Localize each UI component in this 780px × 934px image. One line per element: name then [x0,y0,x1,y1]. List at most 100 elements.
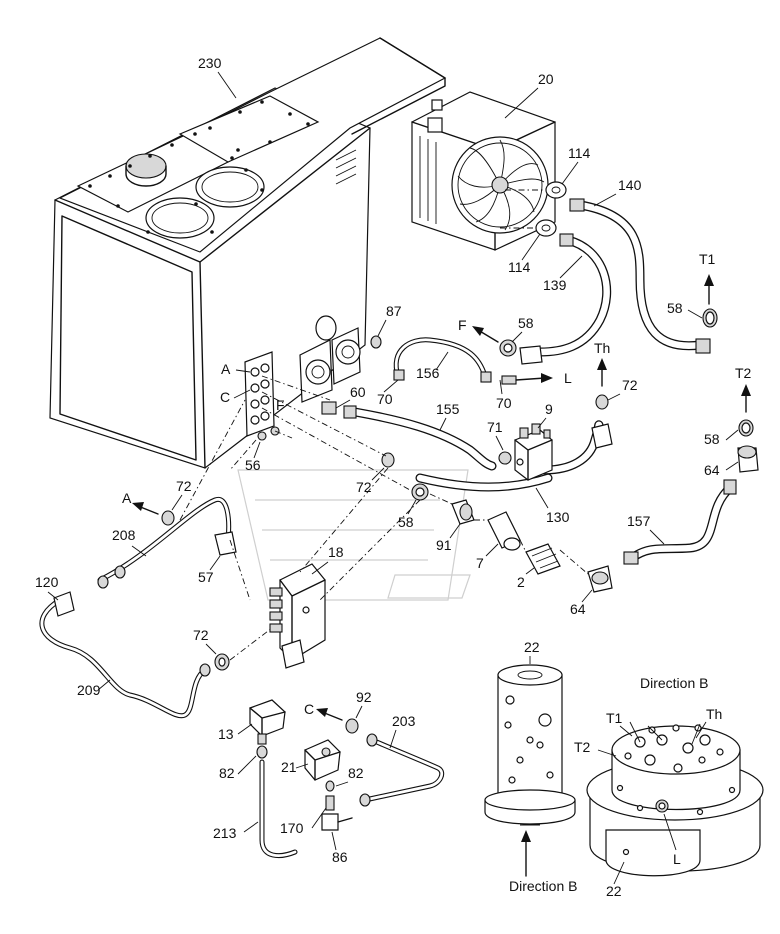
fitting-170 [325,795,335,811]
adapter-91 [451,499,475,525]
fitting-82-left [256,745,268,759]
elbow-64-t2 [737,445,759,473]
label-58-f: 58 [518,315,534,331]
elbow-130-th [591,423,613,449]
label-155: 155 [436,401,460,417]
part-labels: 230 20 114 140 114 139 T1 58 87 F 58 156… [35,55,752,899]
label-57: 57 [198,569,214,585]
label-72-lower: 72 [193,627,209,643]
label-t1: T1 [699,251,716,267]
arrow-t1 [704,274,714,305]
label-58-center: 58 [398,514,414,530]
arrow-th [597,358,607,387]
elbow-57 [214,531,237,556]
hose-156 [393,337,492,383]
label-th-view: Th [706,706,722,722]
label-120: 120 [35,574,59,590]
label-70-left: 70 [377,391,393,407]
sleeve-7 [487,511,521,551]
label-t2: T2 [735,365,752,381]
tee-86 [321,813,353,831]
label-7: 7 [476,555,484,571]
label-70-right: 70 [496,395,512,411]
label-87: 87 [386,303,402,319]
label-20: 20 [538,71,554,87]
label-58-t1: 58 [667,300,683,316]
pipe-209 [39,597,211,719]
fitting-87 [370,335,382,349]
cooler-flange-114-upper [545,181,567,199]
label-91: 91 [436,537,452,553]
label-60: 60 [350,384,366,400]
label-92: 92 [356,689,372,705]
control-valve-18 [269,563,326,669]
fitting-58-f [499,339,517,357]
fitting-58-t1 [702,308,718,328]
fitting-58-center [411,483,429,501]
label-213: 213 [213,825,237,841]
hydraulic-tank [49,37,447,469]
label-22-bottom: 22 [606,883,622,899]
hose-139 [519,233,612,365]
label-c-upper: C [220,389,230,405]
label-71: 71 [487,419,503,435]
filter-2 [525,543,561,575]
label-114-upper: 114 [568,145,591,161]
rotary-joint-22 [484,664,576,826]
cooler-flange-114-lower [535,219,557,237]
fitting-58-t2 [738,419,754,437]
valve-block-9 [514,423,553,481]
label-18: 18 [328,544,344,560]
label-21: 21 [281,759,297,775]
label-170: 170 [280,820,304,836]
label-direction-b-bottom: Direction B [509,878,577,894]
fitting-72-a [161,510,175,526]
fitting-72-th [595,394,609,410]
hose-157 [623,479,737,565]
pipe-203 [359,733,445,807]
label-th: Th [594,340,610,356]
label-a-upper: A [221,361,231,377]
label-64-t2: 64 [704,462,720,478]
fitting-72-lower [214,653,230,671]
hose-130-main [415,473,553,492]
label-156: 156 [416,365,440,381]
label-a-left: A [122,490,132,506]
hose-130 [540,420,605,475]
arrow-t2 [741,384,751,413]
label-82-left: 82 [219,765,235,781]
label-t2-view: T2 [574,739,591,755]
label-t1-view: T1 [606,710,623,726]
label-22-top: 22 [524,639,540,655]
arrow-a-left [132,502,159,515]
label-140: 140 [618,177,642,193]
tank-filler-cap [125,153,167,179]
elbow-64-lower [587,565,613,593]
label-l-upper: L [564,370,572,386]
label-208: 208 [112,527,136,543]
label-139: 139 [543,277,567,293]
tank-round-cover-2 [195,166,265,208]
oil-cooler [411,91,556,251]
fitting-92 [345,718,359,734]
hose-155 [321,401,497,471]
watermark-logo [237,469,471,601]
label-72-a: 72 [176,478,192,494]
label-13: 13 [218,726,234,742]
fitting-72-center [381,452,395,468]
fitting-71 [498,451,512,465]
hose-140 [569,198,711,354]
label-2: 2 [517,574,525,590]
arrow-c-lower [316,708,343,721]
label-c-lower: C [304,701,314,717]
label-230: 230 [198,55,222,71]
valve-21 [304,739,341,781]
label-9: 9 [545,401,553,417]
label-130: 130 [546,509,570,525]
pipe-208 [97,496,232,589]
label-72-th: 72 [622,377,638,393]
clamp-120 [53,591,75,617]
label-64-lower: 64 [570,601,586,617]
label-direction-b-top: Direction B [640,675,708,691]
